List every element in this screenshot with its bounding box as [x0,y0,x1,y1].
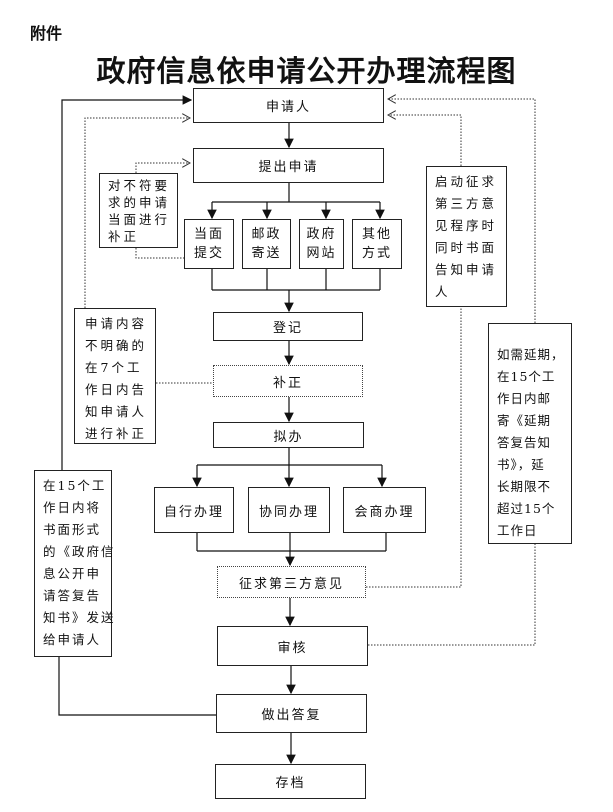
note-line: 进行补正 [85,426,148,441]
solid-return-line [61,95,193,470]
other-method-node: 其他方式 [352,219,402,269]
note-line: 当面进行 [108,212,171,227]
page-title: 政府信息依申请公开办理流程图 [96,54,517,88]
noncompliant-note: 对不符要求的申请当面进行补正 [99,173,178,248]
note-line: 第三方意 [435,196,498,211]
archive-node: 存档 [215,764,366,799]
label: 方式 [361,246,392,261]
in-person-node: 当面提交 [184,219,234,269]
label: 网站 [306,246,337,261]
note-line: 补正 [108,229,140,244]
note-line: 息公开申 [43,566,102,581]
note-line: 长期限不 [497,479,552,494]
label: 邮政 [251,227,282,242]
note-line: 书面形式 [43,522,102,537]
note-line: 作日内邮 [497,391,552,406]
note-line: 的《政府信 [43,544,116,559]
note-line: 申请内容 [85,316,148,331]
note-line: 在15个工 [43,478,107,493]
consult-handle-node: 会商办理 [343,487,426,533]
note-line: 在7个工 [85,360,143,375]
label: 当面 [193,227,224,242]
note-line: 知申请人 [85,404,148,419]
label: 寄送 [251,246,282,261]
register-node: 登记 [213,312,363,341]
draft-node: 拟办 [213,422,364,448]
note-line: 作日内告 [85,382,148,397]
note-line: 作日内将 [43,500,102,515]
review-node: 审核 [217,626,368,666]
note-line: 求的申请 [108,195,171,210]
note-line: 见程序时 [435,218,498,233]
note-line: 同时书面 [435,240,498,255]
note-line: 请答复告 [43,588,102,603]
unclear-content-note: 申请内容不明确的在7个工作日内告知申请人进行补正 [74,308,156,444]
submit-application-node: 提出申请 [193,148,384,183]
note-line: 如需延期， [497,347,565,362]
note-line: 对不符要 [108,178,171,193]
label: 提交 [193,246,224,261]
attachment-label: 附件 [30,24,63,43]
note-line: 答复告知 [497,435,552,450]
applicant-node: 申请人 [193,88,384,123]
website-node: 政府网站 [299,219,344,269]
note-line: 书》，延 [497,457,545,472]
post-node: 邮政寄送 [242,219,291,269]
note-line: 启动征求 [435,174,498,189]
label: 政府 [306,227,337,242]
note-line: 寄《延期 [497,413,552,428]
self-handle-node: 自行办理 [154,487,234,533]
supplement-node: 补正 [213,365,363,397]
note-line: 不明确的 [85,338,148,353]
note-line: 在15个工 [497,369,556,384]
note-line: 告知申请 [435,262,498,277]
joint-handle-node: 协同办理 [248,487,330,533]
note-line: 知书》发送 [43,610,116,625]
label: 其他 [361,227,392,242]
third-party-opinion-node: 征求第三方意见 [217,566,366,598]
reply-node: 做出答复 [216,694,367,733]
note-line: 人 [435,284,451,299]
extension-note: 如需延期， 在15个工作日内邮寄《延期答复告知书》，延长期限不超过15个工作日 [488,323,572,544]
note-line: 工作日 [497,523,538,538]
third-party-notice-note: 启动征求第三方意见程序时同时书面告知申请人 [426,166,507,307]
written-reply-note: 在15个工作日内将书面形式的《政府信息公开申请答复告知书》发送给申请人 [34,470,116,657]
note-line: 超过15个 [497,501,556,516]
note-line: 给申请人 [43,632,102,647]
